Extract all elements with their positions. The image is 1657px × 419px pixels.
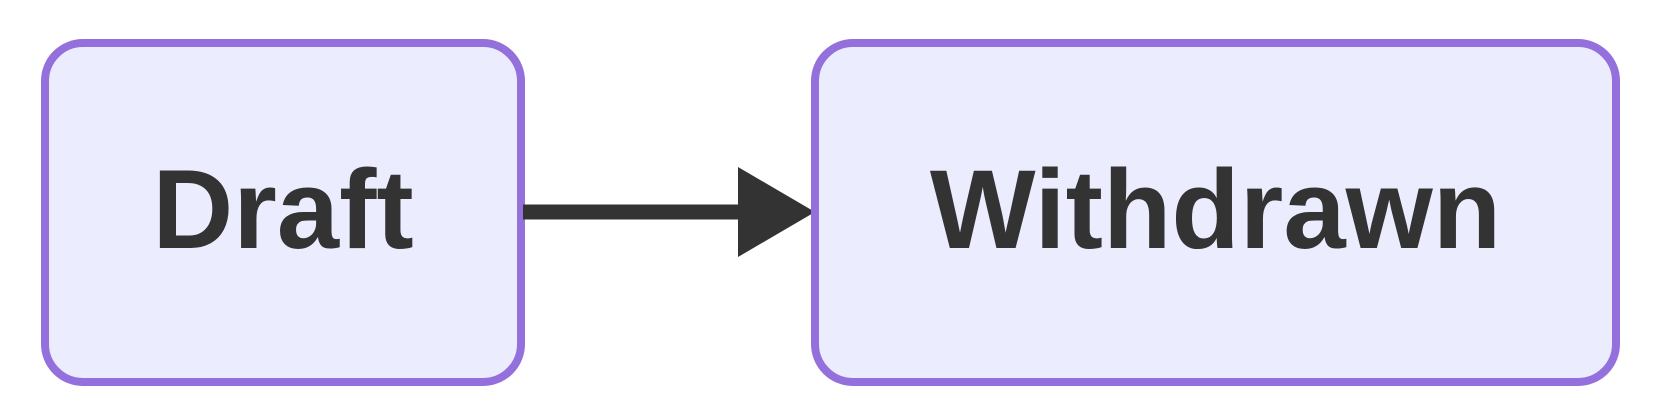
arrowhead-icon	[738, 167, 815, 257]
node-withdrawn: Withdrawn	[811, 39, 1620, 386]
node-withdrawn-label: Withdrawn	[929, 146, 1502, 272]
node-draft: Draft	[41, 39, 525, 386]
edge-draft-to-withdrawn	[523, 167, 815, 257]
node-draft-label: Draft	[152, 146, 414, 272]
